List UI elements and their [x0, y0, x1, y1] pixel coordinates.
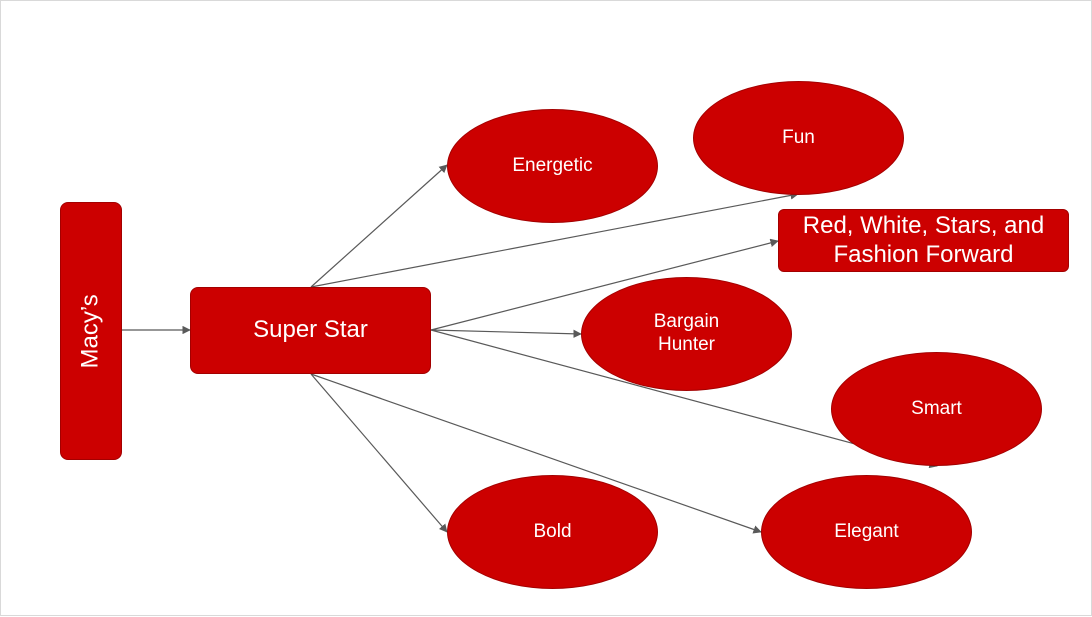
- edge-superstar-fun: [310, 191, 799, 288]
- node-super-star-label: Super Star: [253, 316, 368, 344]
- edge-superstar-redwhite: [430, 238, 779, 331]
- node-bargain-hunter-label: Bargain Hunter: [653, 311, 720, 355]
- node-smart-label: Smart: [911, 397, 962, 419]
- node-fun: Fun: [693, 81, 904, 195]
- edge-superstar-bargain: [430, 329, 582, 338]
- edge-superstar-elegant: [310, 373, 762, 534]
- node-super-star: Super Star: [190, 287, 431, 374]
- node-red-white-stars-label: Red, White, Stars, and Fashion Forward: [802, 211, 1045, 268]
- node-energetic: Energetic: [447, 109, 658, 223]
- edge-superstar-energetic: [310, 164, 448, 288]
- node-bold: Bold: [447, 475, 658, 589]
- node-macys-label: Macy’s: [76, 293, 104, 369]
- node-energetic-label: Energetic: [512, 154, 593, 176]
- node-macys: Macy’s: [60, 202, 122, 460]
- edge-superstar-bold: [310, 373, 448, 533]
- node-smart: Smart: [831, 352, 1042, 466]
- node-elegant: Elegant: [761, 475, 972, 589]
- node-fun-label: Fun: [782, 126, 815, 148]
- node-red-white-stars: Red, White, Stars, and Fashion Forward: [778, 209, 1069, 272]
- node-elegant-label: Elegant: [834, 520, 899, 542]
- node-bold-label: Bold: [533, 520, 572, 542]
- node-bargain-hunter: Bargain Hunter: [581, 277, 792, 391]
